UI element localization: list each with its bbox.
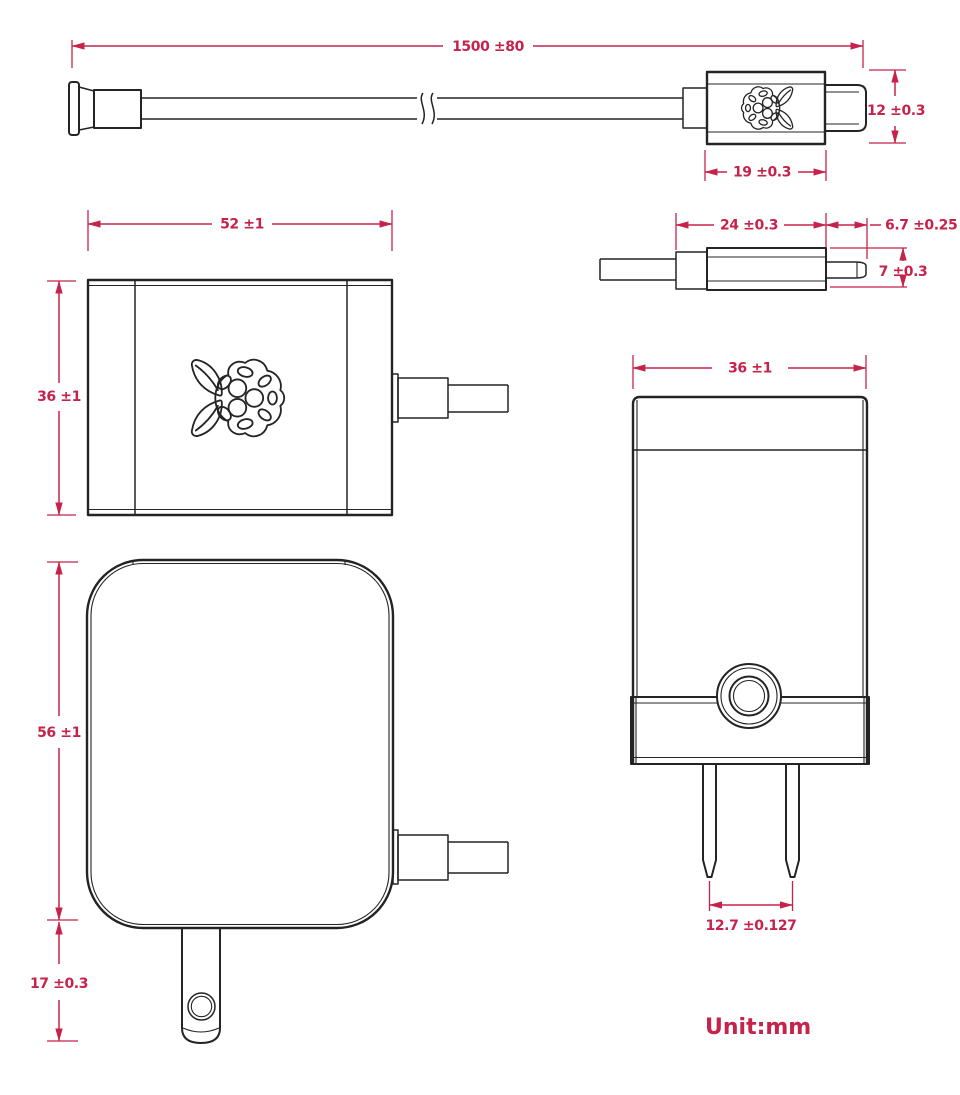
unit-note: Unit:mm <box>705 1015 811 1040</box>
usbc-metal-tip <box>824 84 867 132</box>
blade-hole-outer <box>187 992 216 1021</box>
dimension-label: 52 ±1 <box>220 217 264 233</box>
case-parting-lines <box>88 284 392 511</box>
usbc-overmold-lines <box>707 83 825 133</box>
usbc-tip-lines <box>825 91 859 125</box>
parting-nicks <box>132 560 346 565</box>
adapter-plug-front-view: 36 ±1 12.7 ±0.127 <box>630 355 870 934</box>
case-cap-lines <box>134 280 348 515</box>
cable-stub <box>448 841 509 874</box>
cable-lines <box>599 258 676 281</box>
dimension-prong-length: 17 ±0.3 <box>30 921 88 1042</box>
dimension-body-depth: 36 ±1 <box>37 280 81 516</box>
usbc-metal-tip <box>825 261 867 279</box>
dimension-front-width: 36 ±1 <box>632 355 867 389</box>
cable-break-symbol <box>420 92 436 125</box>
dimension-label: 7 ±0.3 <box>879 264 928 280</box>
dimension-plug-body-height: 7 ±0.3 <box>830 247 928 288</box>
dimension-label: 12 ±0.3 <box>867 103 925 119</box>
dimension-connector-length: 19 ±0.3 <box>704 150 827 181</box>
dimension-label: 24 ±0.3 <box>720 218 778 234</box>
strain-relief-boss-ring <box>720 667 778 725</box>
connector-detail-view: 24 ±0.3 6.7 ±0.25 7 ±0.3 <box>599 213 958 291</box>
dimension-label: 1500 ±80 <box>452 39 525 55</box>
adapter-body-top-view: 52 ±1 36 ±1 <box>37 210 509 517</box>
dimension-label: 12.7 ±0.127 <box>705 918 796 934</box>
dimension-label: 56 ±1 <box>37 725 81 741</box>
cable-lines <box>141 97 683 120</box>
dimension-body-height: 56 ±1 <box>37 561 81 921</box>
dimension-label: 17 ±0.3 <box>30 976 88 992</box>
strain-relief <box>397 834 449 881</box>
usbc-overmold-lines <box>707 256 826 282</box>
cable-stub <box>448 384 509 413</box>
dimension-label: 6.7 ±0.25 <box>885 218 957 234</box>
adapter-face-outline <box>85 558 395 930</box>
blade-hole-inner <box>190 995 213 1018</box>
dimension-label: 36 ±1 <box>728 361 772 377</box>
blade-tip-seam <box>182 1027 220 1033</box>
plug-blade-side <box>181 928 221 1044</box>
strain-relief-boss-outer <box>716 663 782 729</box>
strain-relief <box>397 377 449 419</box>
plug-prong-left <box>702 765 717 878</box>
adapter-face-inner-line <box>90 562 390 926</box>
plug-prong-right <box>785 765 800 878</box>
dimension-label: 36 ±1 <box>37 389 81 405</box>
strain-relief-boss-inner <box>732 679 766 713</box>
adapter-face-view: 56 ±1 17 ±0.3 <box>30 558 509 1044</box>
dimension-plug-tip-length: 6.7 ±0.25 <box>825 218 958 259</box>
dimension-label: 19 ±0.3 <box>733 165 791 181</box>
cable-end-plug-body <box>93 89 142 129</box>
cable-assembly-view: 1500 ±80 12 ±0.3 19 ±0.3 <box>68 39 925 181</box>
strain-relief-boss-mid <box>728 675 770 717</box>
adapter-front-outline <box>631 395 869 765</box>
dimension-cable-length: 1500 ±80 <box>71 39 864 68</box>
dimension-body-width: 52 ±1 <box>87 210 393 251</box>
dimension-connector-height: 12 ±0.3 <box>867 69 925 144</box>
dimension-prong-pitch: 12.7 ±0.127 <box>705 881 797 934</box>
dimension-plug-body-length: 24 ±0.3 <box>675 213 827 250</box>
